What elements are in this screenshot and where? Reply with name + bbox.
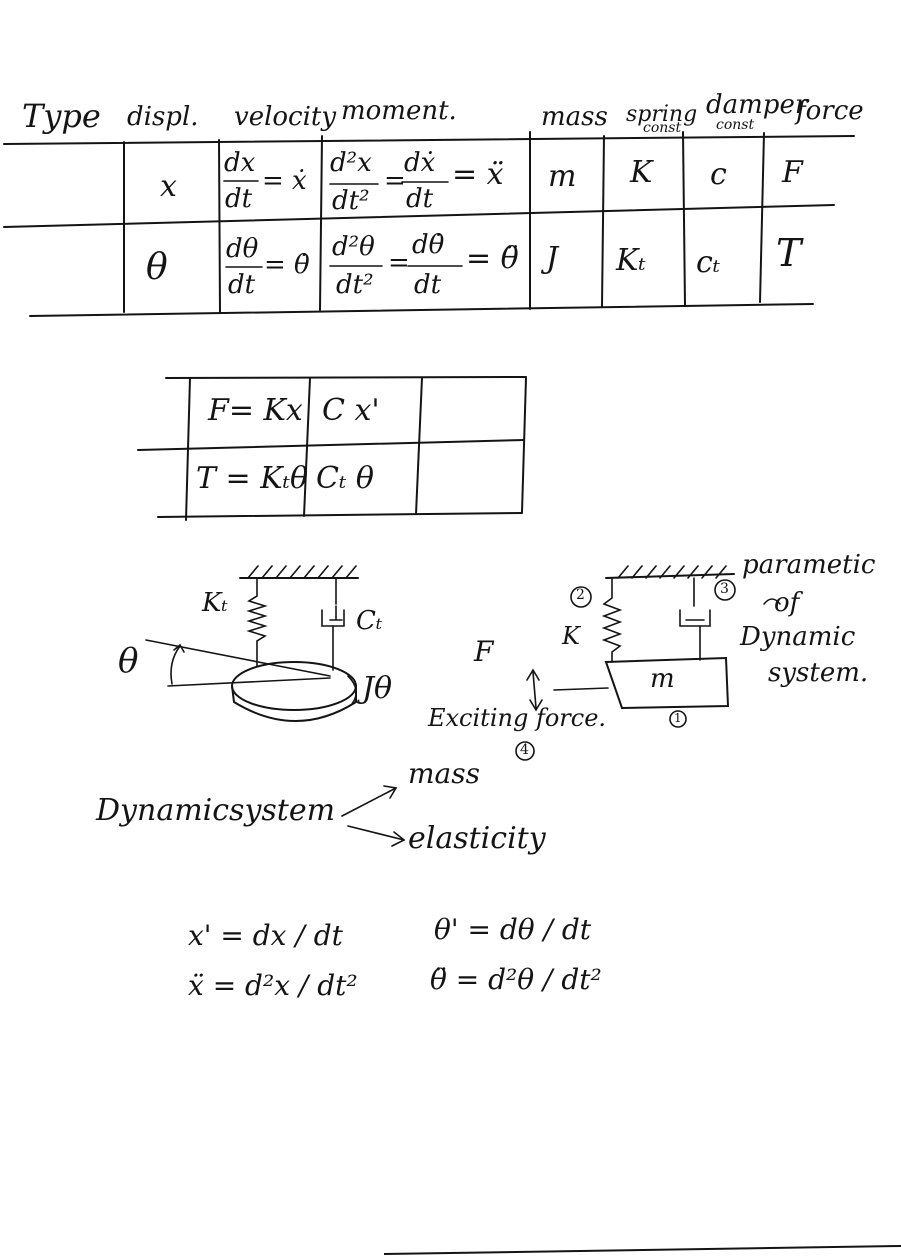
header-force: force: [796, 96, 864, 126]
small-cell-cx: C x': [322, 393, 380, 428]
note-system: system.: [768, 658, 869, 688]
header-mass: mass: [541, 102, 608, 132]
row1-vel-den: dt: [225, 184, 253, 214]
torsion-angle-label: θ: [118, 641, 139, 681]
row1-vel-num: dx: [224, 148, 256, 178]
small-cell-f: F= Kx: [208, 393, 303, 428]
small-cell-ct: Cₜ θ: [316, 461, 374, 496]
row2-spring: Kₜ: [616, 243, 646, 278]
row1-damper: c: [710, 157, 727, 192]
header-spring-const: const: [643, 120, 682, 136]
dynamic-branch-mass: mass: [408, 757, 480, 790]
row1-mom-den2: dt: [406, 184, 434, 214]
formula-theta-velocity: θ' = dθ / dt: [434, 913, 592, 946]
formula-x-acceleration: ẍ = d²x / dt²: [188, 969, 358, 1002]
torsion-spring-label: Kₜ: [202, 588, 228, 618]
row2-vel-den: dt: [228, 270, 256, 300]
row1-vel-eq: = ẋ: [262, 166, 307, 196]
row2-force: T: [776, 231, 802, 275]
row2-mom-eq: = θ̈: [466, 241, 519, 276]
row2-vel-eq: = θ̇: [264, 250, 310, 280]
row2-damper: cₜ: [696, 245, 721, 280]
note-of: of: [774, 588, 800, 618]
small-cell-t: T = Kₜθ: [196, 461, 309, 496]
mass-force-label: F: [474, 635, 494, 668]
row1-force: F: [782, 155, 803, 190]
formula-x-velocity: x' = dx / dt: [188, 919, 343, 952]
row1-mom-num2: dẋ: [404, 148, 436, 178]
dynamic-system-label: Dynamicsystem: [96, 793, 336, 828]
row2-vel-num: dθ: [226, 234, 259, 264]
mass-block-label: m: [650, 664, 675, 694]
header-velocity: velocity: [234, 102, 337, 132]
header-type: Type: [22, 97, 101, 135]
note-dynamic: Dynamic: [740, 622, 856, 652]
header-spring: spring: [626, 102, 698, 127]
circle-num-2: 2: [576, 587, 585, 603]
circle-num-3: 3: [720, 581, 729, 597]
row1-mom-eq: = ẍ: [452, 157, 504, 192]
row1-mom-mid: =: [384, 166, 406, 196]
exciting-force-label: Exciting force.: [428, 704, 607, 732]
header-damper: damper: [706, 90, 808, 120]
row1-mom-den: dt²: [332, 186, 370, 216]
circle-num-4: 4: [520, 742, 529, 758]
circle-num-1: 1: [674, 711, 682, 725]
row1-mom-num: d²x: [330, 148, 372, 178]
row2-mom-num: d²θ: [332, 232, 375, 262]
row1-spring: K: [630, 155, 653, 190]
torsion-damper-label: Cₜ: [356, 606, 383, 636]
header-displ: displ.: [127, 102, 199, 132]
mass-spring-label: K: [562, 622, 580, 650]
dynamic-branch-elasticity: elasticity: [408, 821, 546, 856]
row2-mom-den2: dt: [414, 270, 442, 300]
torsion-inertia-label: Jθ: [362, 671, 393, 706]
note-parametic: parametic: [742, 550, 876, 580]
header-damper-const: const: [716, 117, 755, 133]
row2-mom-mid: =: [388, 248, 410, 278]
row2-mass: J: [546, 241, 559, 276]
header-moment: moment.: [341, 96, 457, 126]
row2-mom-den: dt²: [336, 270, 374, 300]
row2-mom-num2: dθ̇: [412, 230, 445, 260]
row1-mass: m: [548, 159, 577, 194]
row2-displ: θ: [146, 247, 168, 288]
formula-theta-acceleration: θ̈ = d²θ / dt²: [430, 963, 602, 996]
row1-displ: x: [160, 169, 177, 204]
